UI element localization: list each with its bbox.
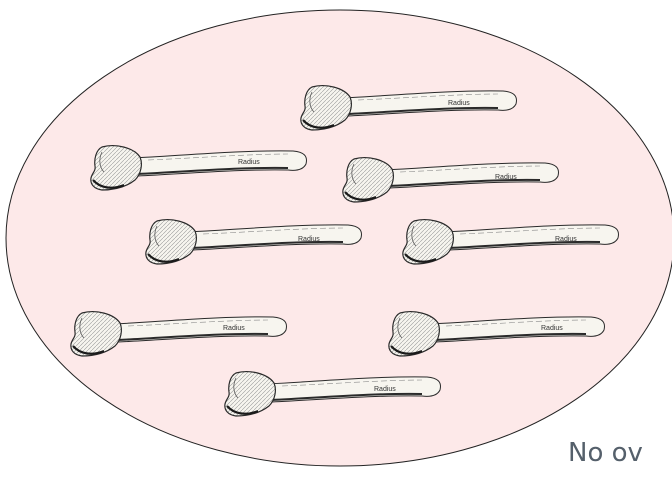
- bone-label: Radius: [223, 325, 245, 332]
- bone-label: Radius: [298, 236, 320, 243]
- bone-label: Radius: [495, 174, 517, 181]
- caption-text: No ov: [568, 438, 643, 468]
- bone-label: Radius: [374, 386, 396, 393]
- bone-label: Radius: [448, 100, 470, 107]
- bone-label: Radius: [541, 325, 563, 332]
- bone-label: Radius: [555, 236, 577, 243]
- bone-label: Radius: [238, 159, 260, 166]
